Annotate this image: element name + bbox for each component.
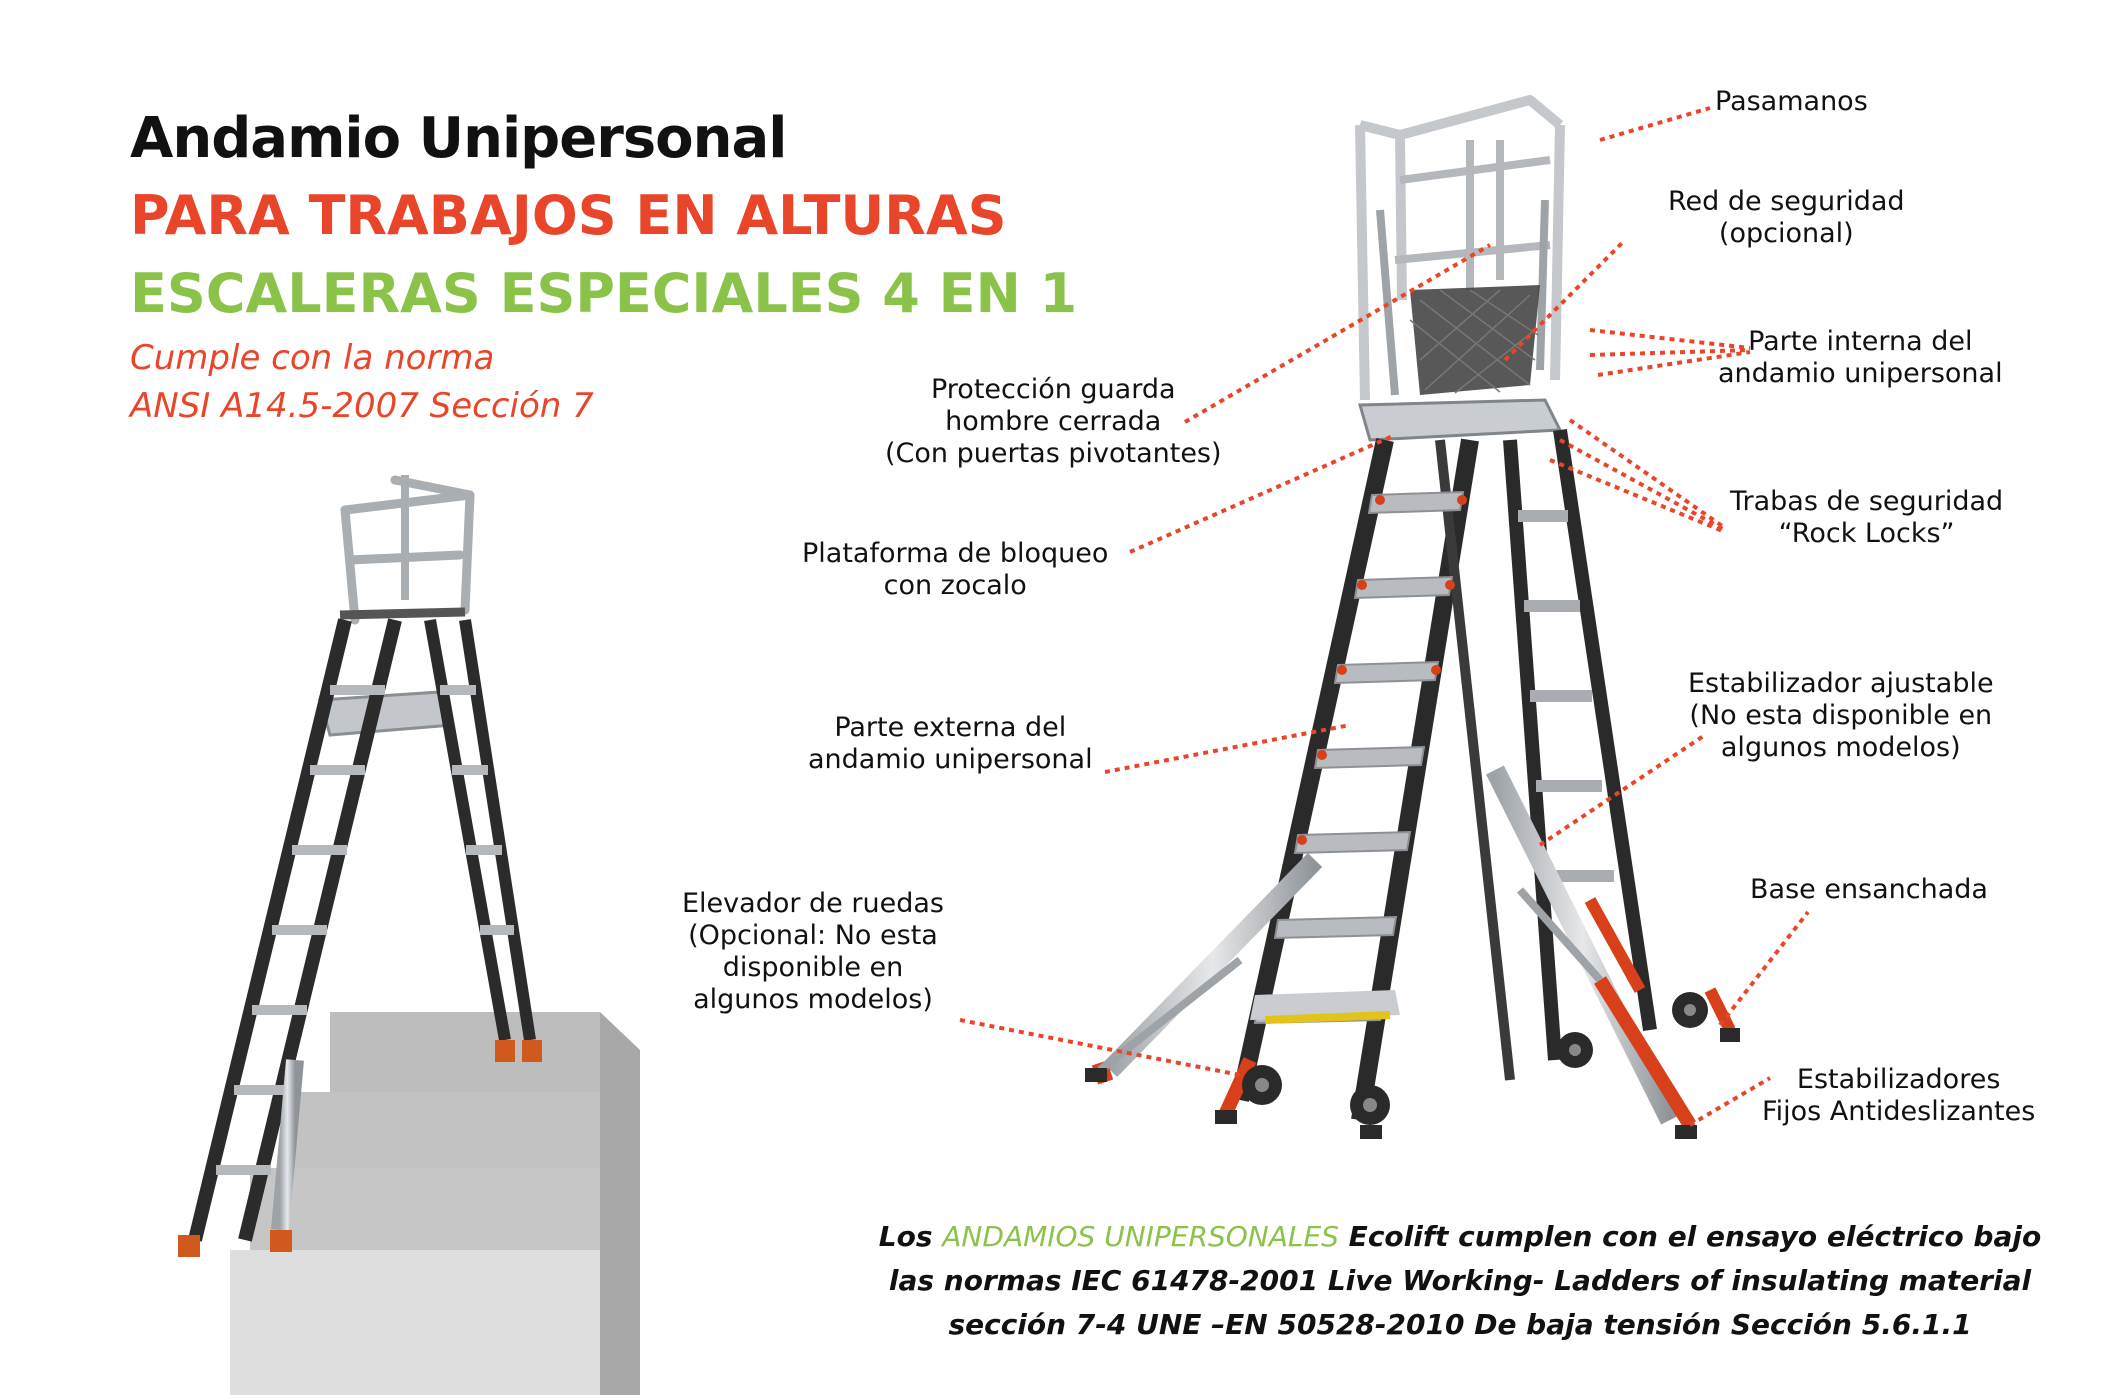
label-estabilizador-ajustable: Estabilizador ajustable(No esta disponib… [1688,668,1994,763]
label-trabas-seguridad: Trabas de seguridad“Rock Locks” [1730,486,2004,549]
subtitle-escaleras: ESCALERAS ESPECIALES 4 EN 1 [130,262,1078,325]
label-pasamanos: Pasamanos [1715,86,1868,117]
footer-line-1: Los ANDAMIOS UNIPERSONALES Ecolift cumpl… [878,1220,2042,1253]
left-ladder-illustration [178,475,542,1257]
norm-line-2: ANSI A14.5-2007 Sección 7 [130,386,594,426]
label-red-seguridad: Red de seguridad(opcional) [1668,186,1905,249]
label-base-ensanchada: Base ensanchada [1750,874,1988,905]
footer-line-2: las normas IEC 61478-2001 Live Working- … [888,1264,2032,1297]
leader-lines [959,106,1810,1127]
footer-highlight: ANDAMIOS UNIPERSONALES [942,1220,1339,1253]
page-title: Andamio Unipersonal [130,106,787,171]
norm-line-1: Cumple con la norma [130,338,495,378]
right-ladder-illustration [1085,95,1740,1139]
subtitle-alturas: PARA TRABAJOS EN ALTURAS [130,184,1007,247]
footer-line-3: sección 7-4 UNE –EN 50528-2010 De baja t… [948,1308,1972,1341]
